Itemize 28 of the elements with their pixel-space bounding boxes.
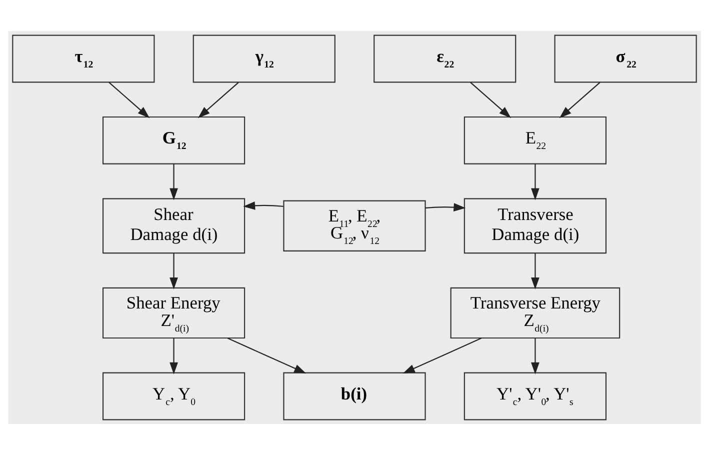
node-box: Transverse Damage d(i) [464,198,607,254]
arrow [170,253,178,290]
node-box: τ$_{12}$ [12,34,155,83]
node-box: σ$_{22}$ [554,34,697,83]
node-box: Transverse Energy Z$_{d(i)}$ [450,287,620,339]
arrow [108,82,150,118]
arrow [531,253,540,290]
node-box: E$_{11}$, E$_{22}$, G$_{12}$, ν$_{12}$ [283,200,426,252]
arrow [531,338,540,374]
arrow [243,201,284,210]
arrow [227,338,306,374]
node-box: Shear Energy Z'$_{d(i)}$ [102,287,246,339]
node-box: E$_{22}$ [464,116,607,164]
node-box: Shear Damage d(i) [102,198,246,254]
arrow [198,82,239,118]
arrow [170,164,178,200]
arrow [531,164,540,200]
node-box: ε$_{22}$ [374,34,516,83]
node-box: b(i) [283,372,426,420]
node-box: γ$_{12}$ [192,34,336,83]
arrow [425,203,466,212]
node-box: G$_{12}$ [102,116,246,164]
arrow [470,82,512,118]
node-box: Y'$_{c}$, Y'$_{0}$, Y'$_{s}$ [464,372,607,420]
arrow [559,82,600,118]
arrow [402,338,482,374]
node-box: Y$_{c}$, Y$_{0}$ [102,372,246,420]
arrow [170,338,178,374]
